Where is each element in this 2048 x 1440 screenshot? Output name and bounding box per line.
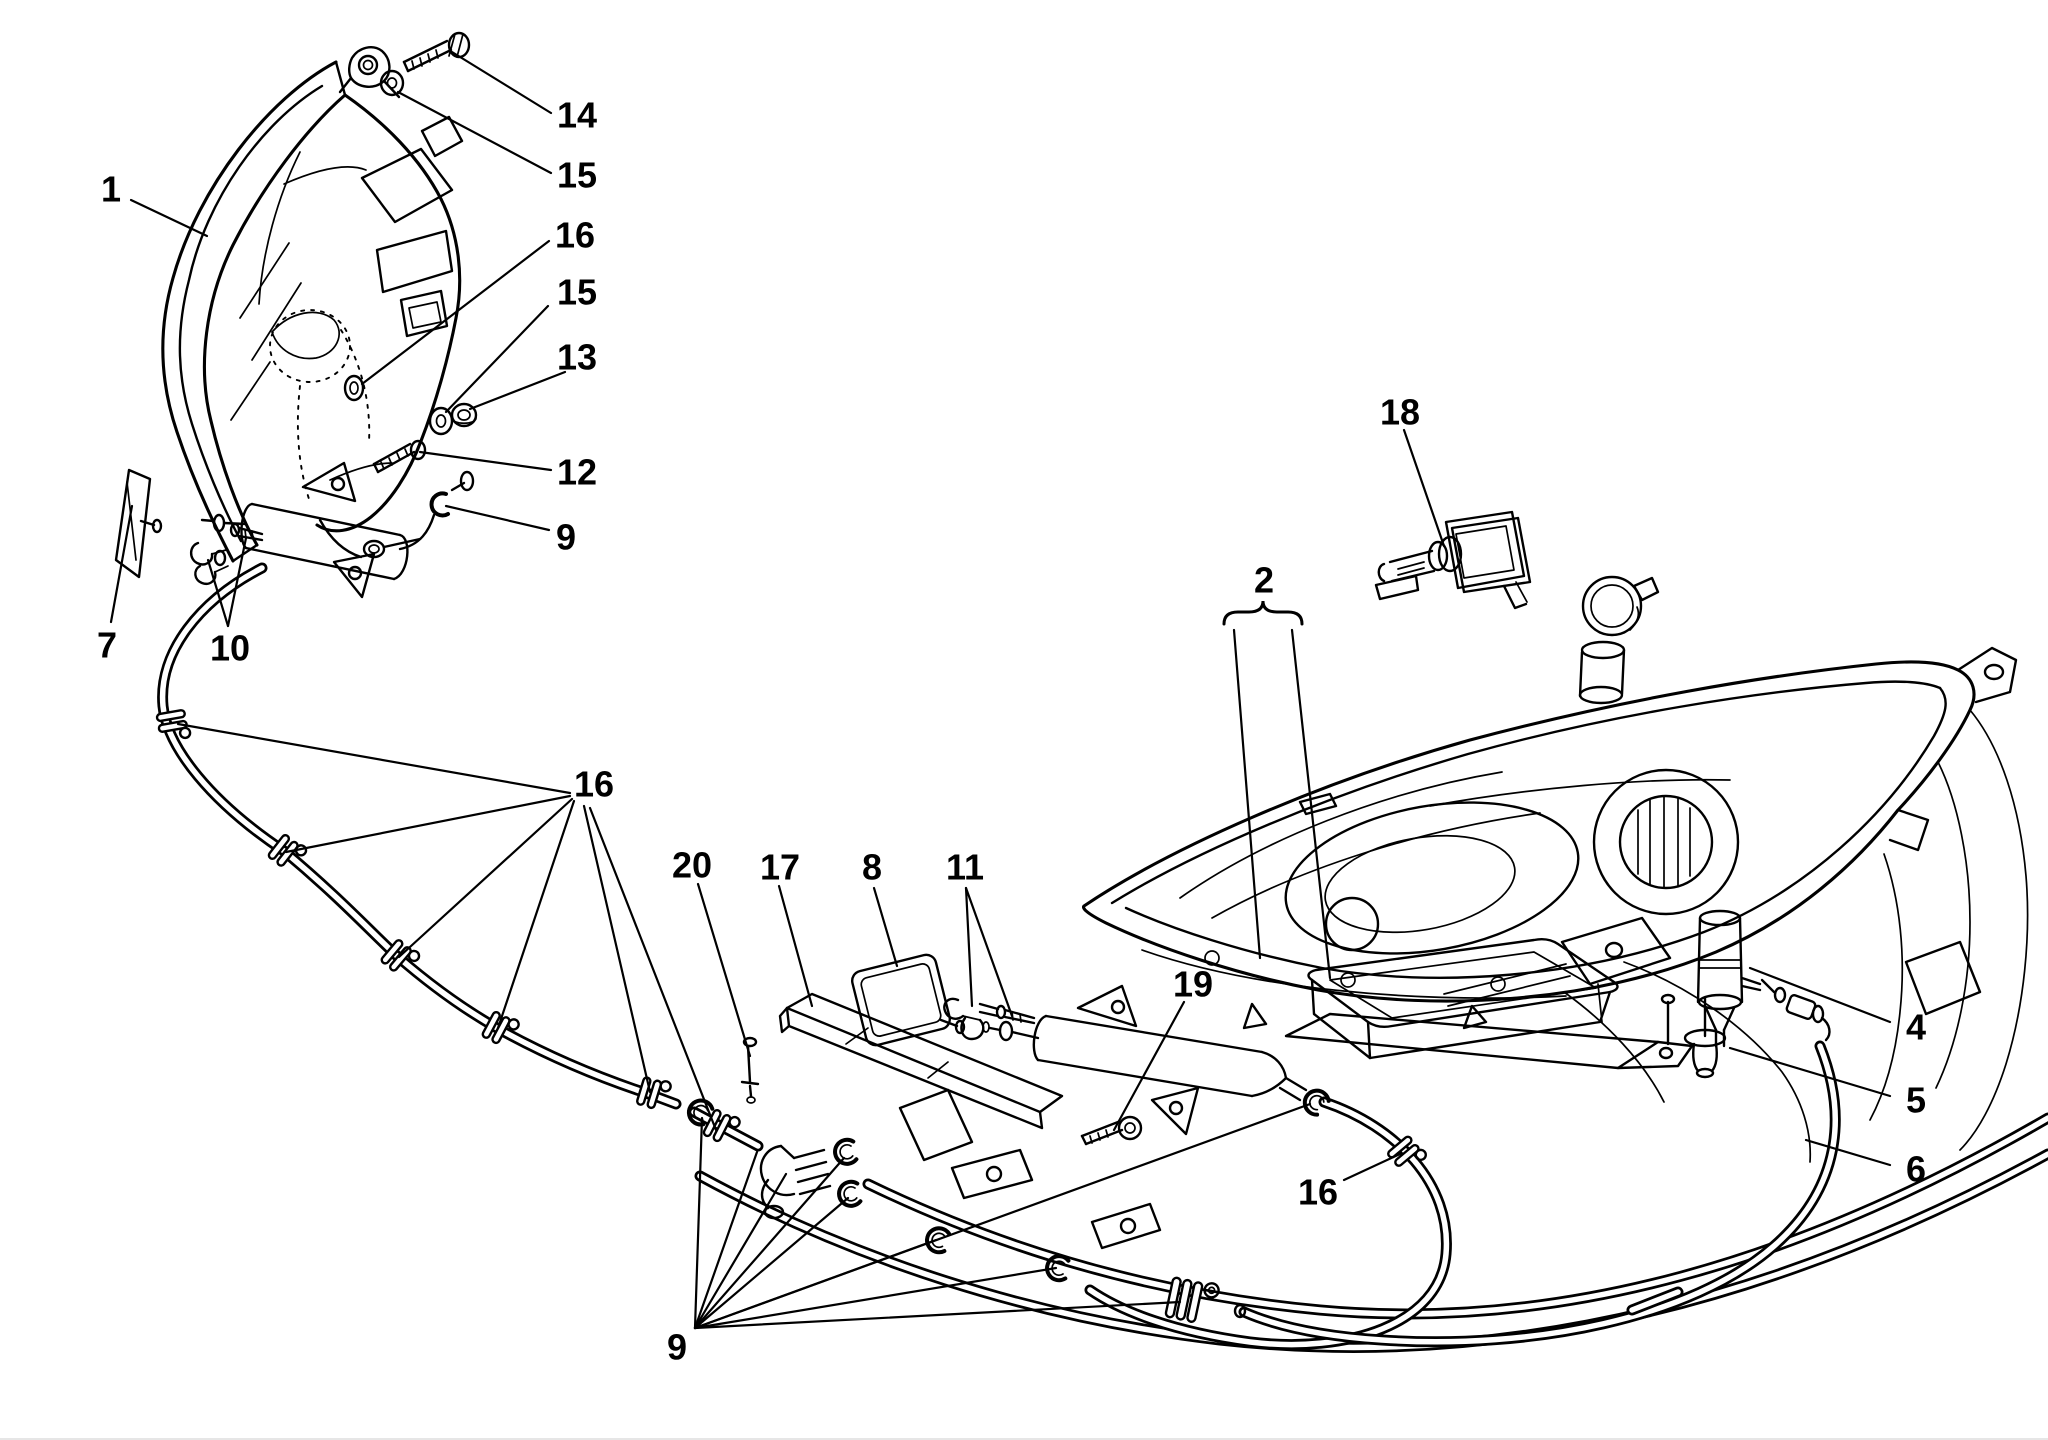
leader-line	[1402, 428, 1446, 548]
leader-line	[496, 799, 576, 1030]
quick-clip-9	[1302, 1088, 1331, 1117]
washer-actuator-left	[200, 461, 436, 599]
leader-line	[1804, 1138, 1892, 1167]
leader-line	[418, 450, 553, 472]
leader-line	[396, 90, 553, 175]
leader-line	[1342, 1152, 1402, 1182]
part-callout-16: 16	[555, 215, 595, 256]
part-callout-9: 9	[556, 517, 576, 558]
ecu-box	[1284, 938, 1694, 1070]
leader-line	[777, 884, 814, 1008]
leader-line	[1748, 966, 1892, 1024]
part-callout-7: 7	[97, 625, 117, 666]
hose-6	[1233, 1040, 1841, 1348]
quick-clip-9	[686, 1098, 715, 1127]
leader-line	[693, 1266, 1058, 1330]
leader-line	[693, 1102, 1312, 1330]
cover-7	[114, 468, 163, 579]
quick-clip-9	[925, 1226, 952, 1255]
body-panel	[1443, 709, 2029, 1163]
leader-line	[693, 1300, 1182, 1330]
part-callout-20: 20	[672, 845, 712, 886]
leader-line	[360, 239, 551, 386]
leader-line	[1112, 1000, 1186, 1132]
hose-loop-right	[1084, 1096, 1452, 1350]
leader-line	[206, 558, 230, 628]
leader-line	[693, 1150, 759, 1330]
leader-line	[129, 198, 209, 238]
leader-line	[964, 886, 974, 1008]
cover-strip-17	[778, 992, 1162, 1250]
leader-line	[444, 504, 551, 532]
part-callout-2: 2	[1254, 560, 1274, 601]
leader-line	[226, 536, 248, 628]
part-callout-5: 5	[1906, 1080, 1926, 1121]
leader-line	[450, 50, 553, 115]
part-callout-14: 14	[557, 95, 597, 136]
part-callout-16: 16	[1298, 1172, 1338, 1213]
washer-15-mid	[428, 406, 454, 436]
leader-line	[176, 722, 572, 795]
leader-line	[693, 1172, 788, 1330]
grommet-5	[1683, 996, 1727, 1079]
part-callout-11: 11	[946, 847, 984, 888]
screw-12	[372, 439, 427, 474]
leader-line	[444, 304, 550, 414]
part-callout-4: 4	[1906, 1007, 1926, 1048]
bolt-14	[402, 31, 471, 73]
part-callout-15: 15	[557, 272, 597, 313]
part-callout-6: 6	[1906, 1149, 1926, 1190]
leader-line	[696, 882, 752, 1058]
leader-line	[1232, 628, 1262, 960]
part-callout-16: 16	[574, 764, 614, 805]
grommet-clip-16	[1387, 1135, 1427, 1167]
part-callout-19: 19	[1173, 964, 1213, 1005]
leader-line	[693, 1116, 704, 1330]
washer-15-top	[379, 69, 405, 97]
headlight-left-assembly	[161, 46, 464, 563]
part-callout-15: 15	[557, 155, 597, 196]
leader-line	[693, 1196, 850, 1330]
part-callout-12: 12	[557, 452, 597, 493]
part-callout-18: 18	[1380, 392, 1420, 433]
screw-20	[740, 1036, 760, 1104]
lid-8	[851, 953, 966, 1047]
quick-clip-9	[833, 1137, 859, 1166]
quick-clip-9	[1045, 1254, 1071, 1283]
leader-line	[468, 370, 567, 411]
screw-19	[1080, 1115, 1143, 1146]
leader-line	[1728, 1046, 1892, 1098]
brace	[1222, 600, 1304, 626]
part-callout-13: 13	[557, 337, 597, 378]
part-callout-17: 17	[760, 847, 800, 888]
leader-line	[109, 504, 134, 624]
grommet-clip-16	[380, 939, 421, 972]
washer-actuator-right	[982, 984, 1308, 1136]
leader-line	[964, 886, 1014, 1018]
headlight-right-assembly	[1082, 575, 2018, 1030]
bulb-18	[1374, 510, 1532, 610]
part-callout-10: 10	[210, 628, 250, 669]
grommet-clip-16	[636, 1076, 672, 1110]
wrap-clip	[1164, 1276, 1220, 1323]
grommet-clip-16	[267, 834, 308, 867]
leader-line	[693, 1156, 846, 1330]
nut-13	[450, 402, 478, 428]
quick-clip-9-top	[429, 470, 475, 518]
leader-line	[582, 804, 652, 1094]
quick-clip-9	[837, 1179, 863, 1208]
t-connector	[759, 1144, 832, 1220]
part-callout-1: 1	[101, 169, 121, 210]
part-callout-9: 9	[667, 1327, 687, 1368]
leader-line	[1290, 628, 1332, 980]
part-callout-8: 8	[862, 847, 882, 888]
leader-line	[588, 806, 718, 1132]
leader-line	[284, 794, 572, 854]
leader-line	[397, 797, 574, 959]
leader-line	[872, 886, 899, 968]
pin-10	[229, 522, 264, 542]
